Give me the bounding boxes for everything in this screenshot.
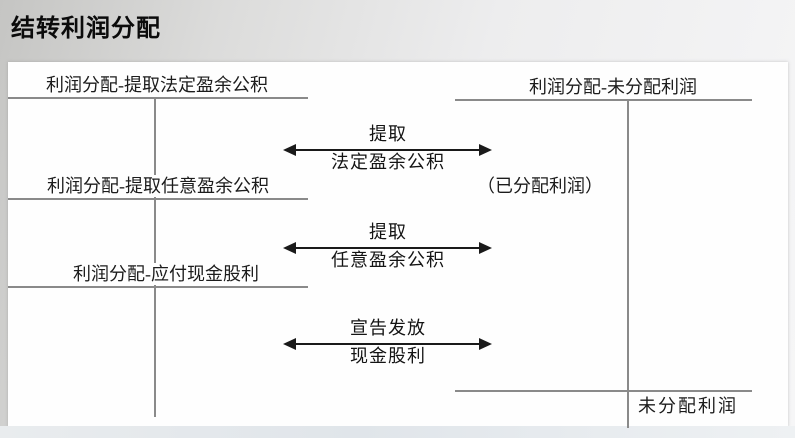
slide-bottom-edge [0, 426, 795, 438]
account-title-undistributed-profit: 利润分配-未分配利润 [526, 76, 700, 98]
distributed-profit-note: （已分配利润） [477, 176, 603, 196]
transfer-arrow-statutory [283, 144, 492, 156]
arrow-shaft [292, 149, 483, 151]
account-title-cash-dividends: 利润分配-应付现金股利 [70, 263, 262, 285]
left-account-2-top-line [8, 198, 308, 200]
arrow-1-bottom-label: 法定盈余公积 [331, 152, 445, 172]
arrow-shaft [292, 247, 483, 249]
arrowhead-left-icon [283, 242, 296, 254]
arrow-3-bottom-label: 现金股利 [350, 346, 426, 366]
arrow-3-top-label: 宣告发放 [350, 318, 426, 338]
arrowhead-left-icon [283, 338, 296, 350]
account-title-discretionary-surplus: 利润分配-提取任意盈余公积 [44, 175, 272, 197]
arrow-2-top-label: 提取 [369, 222, 407, 242]
page-title: 结转利润分配 [11, 15, 161, 42]
arrow-shaft [292, 343, 483, 345]
arrowhead-right-icon [479, 144, 492, 156]
arrowhead-left-icon [283, 144, 296, 156]
arrowhead-right-icon [479, 242, 492, 254]
arrowhead-right-icon [479, 338, 492, 350]
account-title-statutory-surplus: 利润分配-提取法定盈余公积 [43, 74, 271, 96]
left-accounts-divider-line [154, 97, 156, 417]
transfer-arrow-discretionary [283, 242, 492, 254]
right-account-closing-line [455, 390, 752, 392]
undistributed-profit-balance-label: 未分配利润 [638, 396, 738, 416]
right-account-divider-line [627, 99, 629, 428]
arrow-1-top-label: 提取 [369, 124, 407, 144]
arrow-2-bottom-label: 任意盈余公积 [331, 250, 445, 270]
content-panel [8, 62, 788, 427]
left-account-1-top-line [8, 97, 308, 99]
right-account-top-line [455, 99, 752, 101]
left-account-3-top-line [8, 286, 308, 288]
transfer-arrow-dividends [283, 338, 492, 350]
